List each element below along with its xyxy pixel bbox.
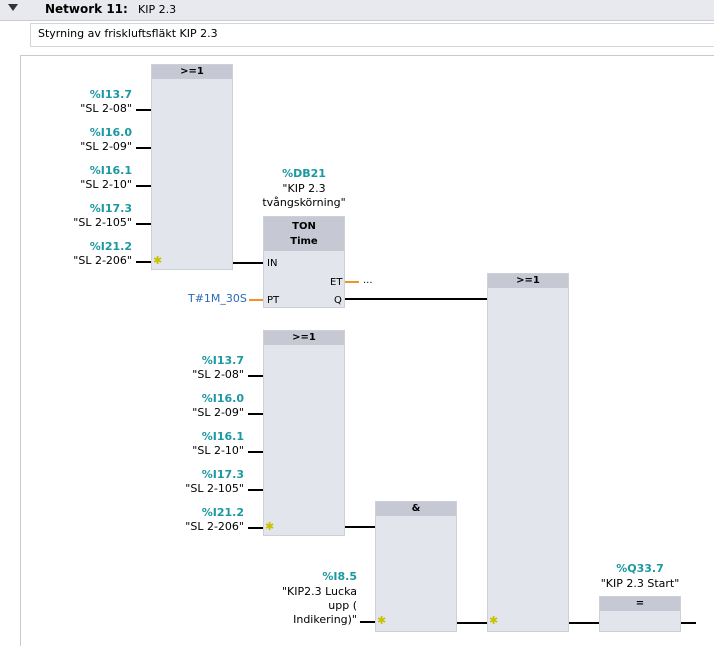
insert-input-star-icon[interactable]: ✱: [377, 614, 387, 627]
or-mid-input-addr-1: %I13.7: [201, 354, 244, 367]
network-title[interactable]: KIP 2.3: [138, 3, 177, 16]
or-top-input-sym-5: "SL 2-206": [73, 254, 132, 267]
and-input-sym-line2: upp (: [328, 599, 357, 612]
assign-symbol: "KIP 2.3 Start": [600, 577, 680, 590]
or-top-input-addr-4: %I17.3: [89, 202, 132, 215]
or-block-mid-title: >=1: [264, 331, 344, 345]
or-top-wire-1: [136, 109, 151, 111]
insert-input-star-icon[interactable]: ✱: [265, 520, 275, 533]
or-top-input-sym-1: "SL 2-08": [80, 102, 132, 115]
and-block[interactable]: &: [375, 501, 457, 632]
or-top-input-sym-2: "SL 2-09": [80, 140, 132, 153]
assign-address: %Q33.7: [616, 562, 664, 575]
or-top-wire-4: [136, 223, 151, 225]
and-block-title: &: [376, 502, 456, 516]
ton-timer-header: TON Time: [264, 217, 344, 251]
ton-pin-in: IN: [267, 258, 278, 269]
ton-et-value[interactable]: ...: [363, 275, 373, 286]
or-top-input-sym-4: "SL 2-105": [73, 216, 132, 229]
insert-input-star-icon[interactable]: ✱: [153, 254, 163, 267]
and-input-wire: [360, 621, 375, 623]
network-comment: Styrning av friskluftsfläkt KIP 2.3: [38, 27, 218, 40]
or-mid-input-sym-1: "SL 2-08": [192, 368, 244, 381]
ton-timer-block[interactable]: TON Time IN ET PT Q: [263, 216, 345, 308]
insert-input-star-icon[interactable]: ✱: [489, 614, 499, 627]
ton-subtype[interactable]: Time: [290, 236, 318, 247]
or-mid-wire-2: [248, 413, 263, 415]
ton-pt-value[interactable]: T#1M_30S: [188, 292, 247, 305]
collapse-triangle-icon[interactable]: [8, 4, 18, 11]
ton-pt-wire: [249, 299, 263, 301]
ton-et-wire: [345, 281, 359, 283]
assign-output-wire: [681, 622, 696, 624]
or-block-right-title: >=1: [488, 274, 568, 288]
or-mid-wire-4: [248, 489, 263, 491]
ton-q-wire: [345, 298, 487, 300]
or-mid-input-sym-5: "SL 2-206": [185, 520, 244, 533]
or-mid-input-sym-4: "SL 2-105": [185, 482, 244, 495]
or-mid-input-sym-3: "SL 2-10": [192, 444, 244, 457]
or-mid-input-addr-4: %I17.3: [201, 468, 244, 481]
or-mid-input-addr-3: %I16.1: [201, 430, 244, 443]
or-top-input-sym-3: "SL 2-10": [80, 178, 132, 191]
or-to-and-wire: [345, 526, 375, 528]
or-top-wire-5: [136, 261, 151, 263]
assign-block-title: =: [600, 597, 680, 611]
or-mid-wire-1: [248, 375, 263, 377]
ton-type: TON: [292, 221, 316, 232]
or-top-input-addr-1: %I13.7: [89, 88, 132, 101]
network-number: Network 11:: [45, 2, 128, 16]
and-input-sym-line1: "KIP2.3 Lucka: [281, 585, 357, 598]
and-to-or-wire: [457, 622, 487, 624]
or-to-assign-wire: [569, 622, 599, 624]
or-block-right[interactable]: >=1: [487, 273, 569, 632]
or-top-input-addr-3: %I16.1: [89, 164, 132, 177]
timer-db-address: %DB21: [282, 167, 326, 180]
or-mid-wire-3: [248, 451, 263, 453]
and-input-sym-line3: Indikering)": [293, 613, 357, 626]
or-top-wire-2: [136, 147, 151, 149]
or-mid-input-addr-5: %I21.2: [201, 506, 244, 519]
network-comment-field[interactable]: [30, 23, 714, 47]
timer-instance-line1: "KIP 2.3: [282, 182, 326, 195]
timer-instance-line2: tvångskörning": [262, 196, 346, 209]
ladder-canvas[interactable]: [20, 55, 714, 646]
or-mid-wire-5: [248, 527, 263, 529]
or-block-top[interactable]: >=1: [151, 64, 233, 270]
or-to-ton-wire: [233, 262, 263, 264]
or-top-input-addr-5: %I21.2: [89, 240, 132, 253]
or-mid-input-addr-2: %I16.0: [201, 392, 244, 405]
or-top-wire-3: [136, 185, 151, 187]
and-input-addr: %I8.5: [322, 570, 357, 583]
or-block-top-title: >=1: [152, 65, 232, 79]
network-header[interactable]: [0, 0, 714, 21]
ton-pin-et: ET: [330, 277, 343, 288]
ton-pin-pt: PT: [267, 295, 280, 306]
or-mid-input-sym-2: "SL 2-09": [192, 406, 244, 419]
or-block-mid[interactable]: >=1: [263, 330, 345, 536]
assign-coil-block[interactable]: =: [599, 596, 681, 632]
ton-pin-q: Q: [334, 295, 342, 306]
or-top-input-addr-2: %I16.0: [89, 126, 132, 139]
